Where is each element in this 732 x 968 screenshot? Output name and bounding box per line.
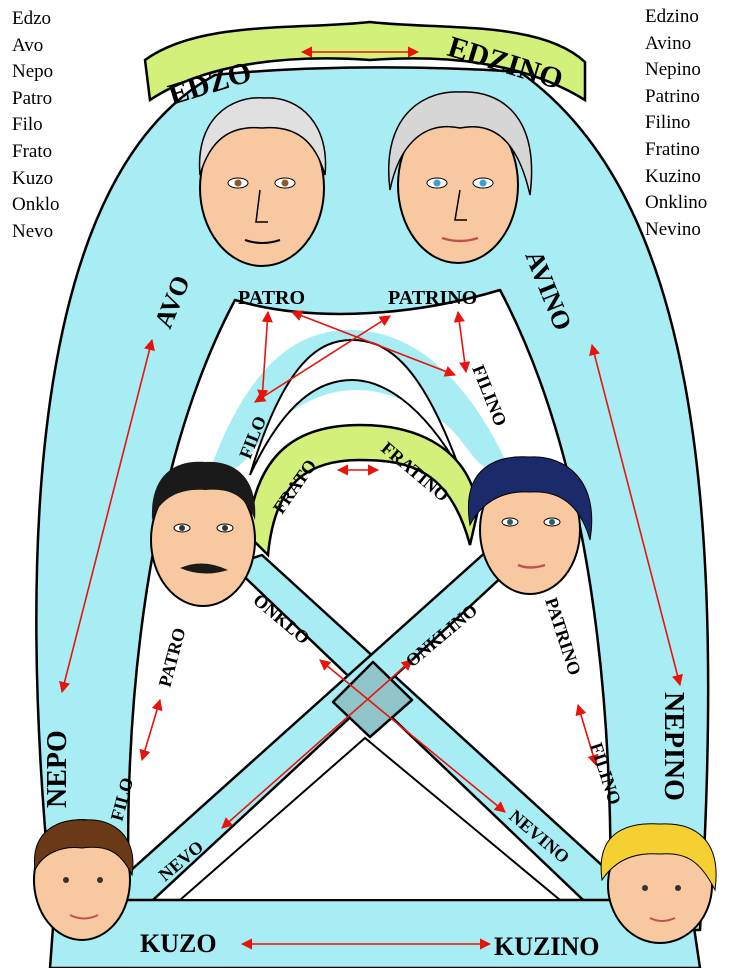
list-item: Kuzo (12, 167, 54, 189)
label-kuzo: KUZO (140, 929, 217, 958)
list-item: Nepino (645, 59, 701, 81)
boy-face-icon (33, 819, 134, 941)
label-patro-low: PATRO (155, 626, 190, 689)
grandmother-face-icon (387, 91, 533, 264)
list-item: Kuzino (645, 165, 701, 187)
masculine-word-list: Edzo Avo Nepo Patro Filo Frato Kuzo Onkl… (12, 6, 60, 245)
label-patro-top: PATRO (238, 287, 305, 309)
list-item: Frato (12, 140, 53, 162)
mother-face-icon (468, 456, 593, 595)
relation-arrows (59, 46, 683, 950)
marriage-band-top (143, 20, 587, 103)
list-item: Nevino (645, 218, 701, 240)
list-item: Onklo (12, 194, 60, 216)
label-kuzino: KUZINO (494, 932, 599, 961)
list-item: Edzo (12, 8, 52, 29)
list-item: Onklino (645, 192, 708, 214)
list-item: Patro (12, 87, 53, 109)
list-item: Nevo (12, 220, 54, 242)
label-nepino: NEPINO (658, 692, 689, 801)
list-item: Patrino (645, 85, 700, 107)
girl-face-icon (600, 823, 717, 944)
list-item: Avo (12, 34, 44, 56)
list-item: Filino (645, 112, 691, 134)
list-item: Filo (12, 114, 43, 136)
feminine-word-list: Edzino Avino Nepino Patrino Filino Frati… (645, 4, 707, 243)
list-item: Avino (645, 32, 692, 54)
father-face-icon (150, 461, 256, 607)
list-item: Edzino (645, 6, 699, 27)
list-item: Nepo (12, 61, 54, 83)
list-item: Fratino (645, 138, 700, 160)
label-patrino-top: PATRINO (388, 287, 477, 309)
label-patrino-low: PATRINO (541, 595, 585, 678)
grandfather-face-icon (198, 97, 327, 267)
label-nepo: NEPO (42, 730, 73, 808)
